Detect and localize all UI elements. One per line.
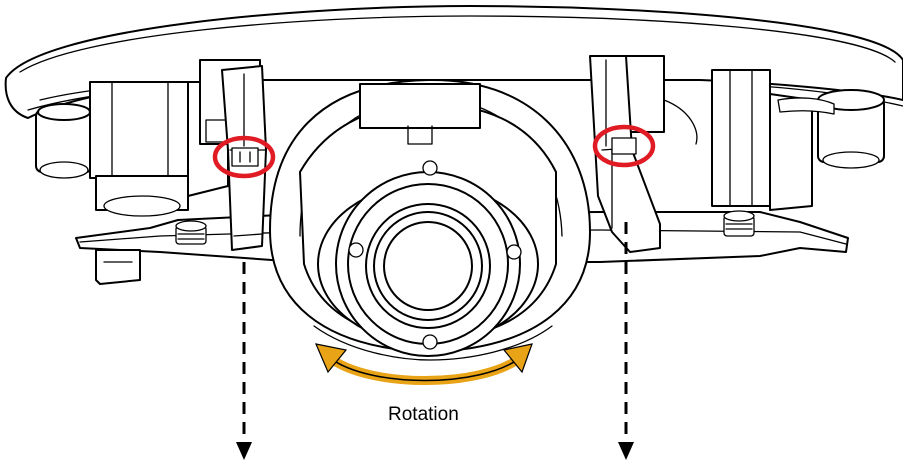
camera-dome: [269, 78, 591, 361]
rotation-label: Rotation: [388, 404, 459, 425]
base-screws: [175, 210, 755, 245]
screw-highlight-ring: [212, 135, 276, 179]
screw-highlight-rings: [212, 124, 656, 179]
rotation-arrow: [314, 343, 533, 385]
screw-highlight-ring: [592, 124, 656, 168]
dashed-down-arrow-right: [618, 222, 634, 460]
right-hardware: [619, 55, 885, 211]
dashed-down-arrow-left: [236, 262, 252, 460]
